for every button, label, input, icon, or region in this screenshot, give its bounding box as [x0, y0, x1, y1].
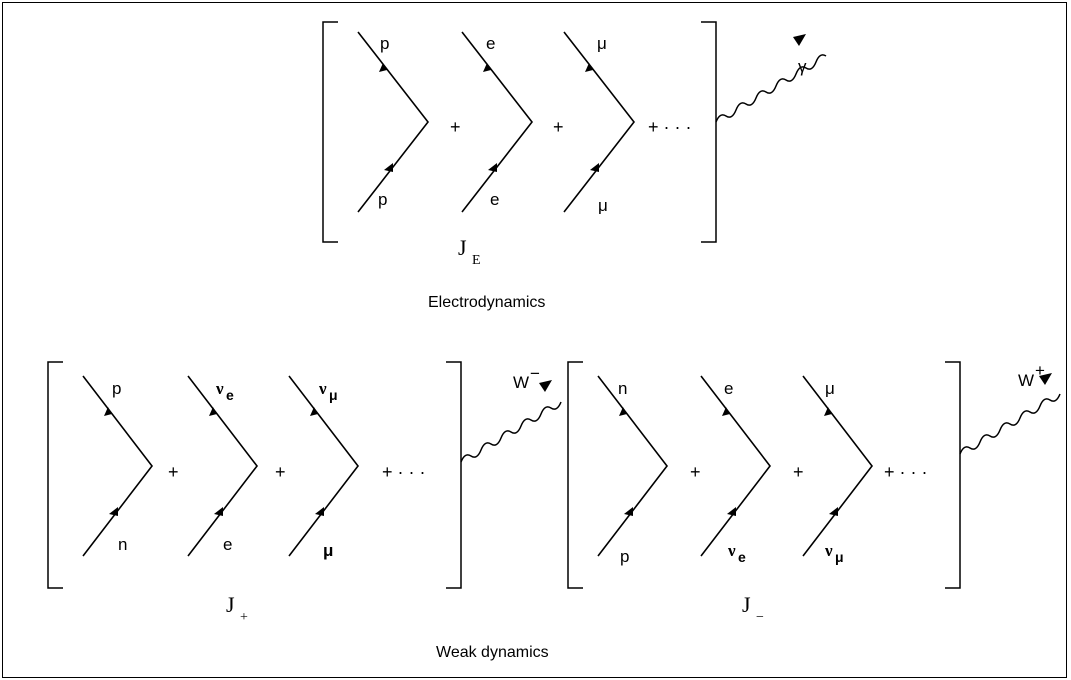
vertex-nue-e: ν e e: [187, 375, 259, 557]
vertex-top-subscript: μ: [329, 387, 338, 403]
vertex-bottom-label: p: [378, 190, 387, 209]
current-subscript: +: [240, 610, 248, 625]
current-subscript: E: [472, 253, 481, 268]
arrow-icon: [379, 63, 387, 72]
arrow-icon: [209, 407, 217, 416]
arrow-icon: [1039, 373, 1052, 385]
vertex-p-p: p p: [357, 31, 430, 213]
arrow-icon: [214, 507, 223, 516]
vertex-e-e: e e: [461, 31, 534, 213]
weak-plus-group: p n + ν e e + ν μ μ + · · · W − J: [47, 361, 562, 625]
right-bracket: [701, 21, 717, 243]
right-bracket: [945, 361, 961, 589]
vertex-bottom-label: ν: [727, 541, 736, 560]
boson-label: W: [1018, 371, 1034, 390]
arrow-icon: [310, 407, 318, 416]
plus-sign: +: [450, 117, 461, 137]
weak-minus-group: n p + e ν e + μ ν μ + · · · W + J: [567, 361, 1061, 625]
caption-electrodynamics: Electrodynamics: [428, 294, 545, 311]
arrow-icon: [109, 507, 118, 516]
ellipsis: + · · ·: [382, 462, 426, 482]
vertex-top-label: p: [112, 379, 121, 398]
current-symbol: J: [742, 592, 751, 617]
arrow-icon: [483, 63, 491, 72]
vertex-p-n: p n: [82, 375, 154, 557]
plus-sign: +: [553, 117, 564, 137]
w-minus-line: W −: [460, 364, 562, 463]
electrodynamics-group: p p + e e + μ μ + · · · γ J E: [322, 21, 827, 311]
vertex-bottom-subscript: e: [738, 549, 746, 565]
vertex-top-label: n: [618, 379, 627, 398]
plus-sign: +: [168, 462, 179, 482]
vertex-bottom-label: n: [118, 535, 127, 554]
vertex-top-label: μ: [597, 34, 607, 53]
w-plus-line: W +: [959, 361, 1061, 455]
vertex-mu-numu: μ ν μ: [802, 375, 874, 565]
vertex-top-subscript: e: [226, 387, 234, 403]
boson-superscript: −: [530, 364, 540, 383]
vertex-e-nue: e ν e: [700, 375, 772, 565]
boson-superscript: +: [1035, 361, 1045, 380]
arrow-icon: [590, 163, 599, 172]
arrow-icon: [824, 407, 832, 416]
boson-label: γ: [798, 57, 807, 76]
vertex-top-label: e: [486, 34, 495, 53]
vertex-top-label: p: [380, 34, 389, 53]
arrow-icon: [619, 407, 627, 416]
vertex-n-p: n p: [597, 375, 669, 566]
plus-sign: +: [275, 462, 286, 482]
arrow-icon: [624, 507, 633, 516]
vertex-numu-mu: ν μ μ: [288, 375, 360, 560]
photon-line: γ: [715, 34, 827, 123]
arrow-icon: [722, 407, 730, 416]
vertex-bottom-label: p: [620, 547, 629, 566]
right-bracket: [446, 361, 462, 589]
vertex-mu-mu: μ μ: [563, 31, 636, 215]
arrow-icon: [727, 507, 736, 516]
arrow-icon: [384, 163, 393, 172]
vertex-bottom-label: e: [223, 535, 232, 554]
plus-sign: +: [793, 462, 804, 482]
vertex-top-label: ν: [318, 379, 327, 398]
ellipsis: + · · ·: [884, 462, 928, 482]
current-symbol: J: [226, 592, 235, 617]
vertex-bottom-subscript: μ: [835, 549, 844, 565]
ellipsis: + · · ·: [648, 117, 692, 137]
arrow-icon: [104, 407, 112, 416]
arrow-icon: [488, 163, 497, 172]
left-bracket: [567, 361, 583, 589]
left-bracket: [47, 361, 63, 589]
vertex-bottom-label: μ: [598, 196, 608, 215]
arrow-icon: [829, 507, 838, 516]
vertex-top-label: μ: [825, 379, 835, 398]
vertex-bottom-label: e: [490, 190, 499, 209]
arrow-icon: [315, 507, 324, 516]
current-subscript: −: [756, 610, 764, 625]
vertex-bottom-label: μ: [323, 541, 333, 560]
vertex-top-label: ν: [215, 379, 224, 398]
arrow-icon: [793, 34, 806, 46]
vertex-bottom-label: ν: [824, 541, 833, 560]
vertex-top-label: e: [724, 379, 733, 398]
arrow-icon: [585, 63, 593, 72]
current-symbol: J: [458, 235, 467, 260]
boson-label: W: [513, 373, 529, 392]
caption-weak-dynamics: Weak dynamics: [436, 644, 549, 661]
plus-sign: +: [690, 462, 701, 482]
arrow-icon: [539, 380, 552, 392]
left-bracket: [322, 21, 338, 243]
